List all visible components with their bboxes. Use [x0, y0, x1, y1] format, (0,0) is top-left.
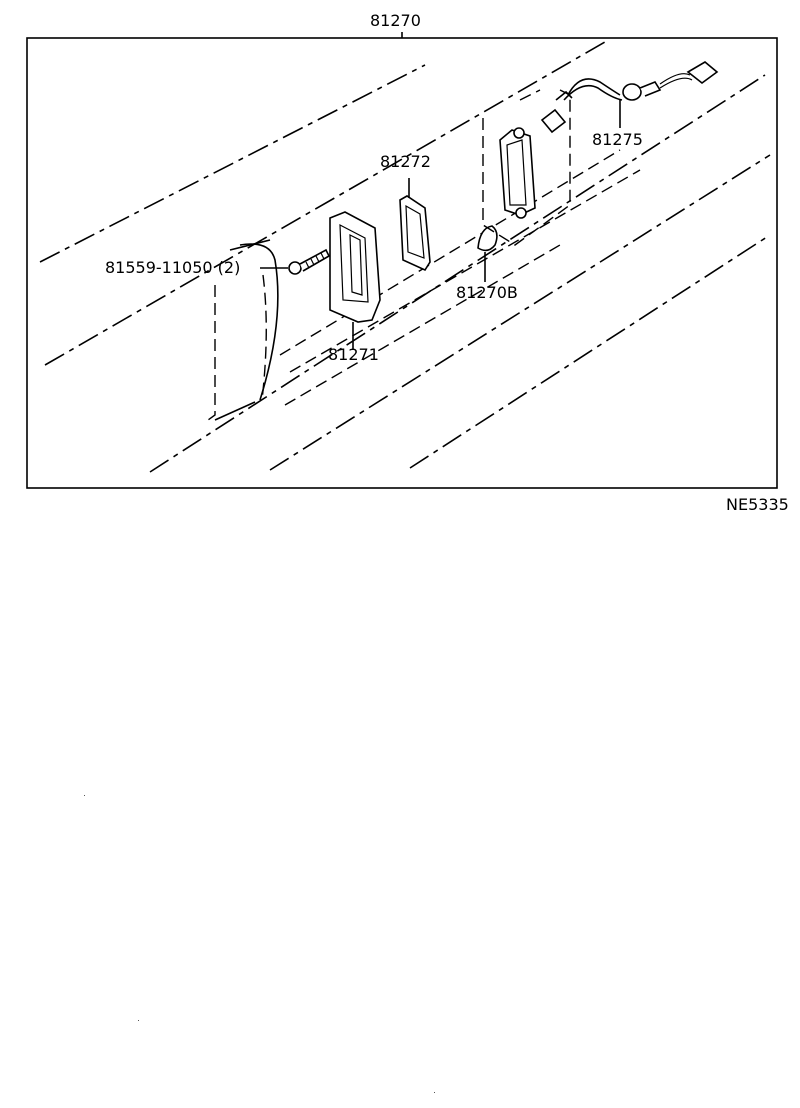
- figure-code: NE5335: [726, 495, 789, 514]
- label-gasket-81272: 81272: [380, 152, 431, 171]
- bulb-drawing: [477, 225, 498, 282]
- label-lens-81271: 81271: [328, 345, 379, 364]
- socket-wire-drawing: [540, 61, 719, 134]
- scan-speck: [434, 1092, 435, 1093]
- gasket-drawing: [399, 178, 431, 272]
- label-assembly-81270: 81270: [370, 11, 421, 30]
- label-socket-wire-81275: 81275: [592, 130, 643, 149]
- lens-drawing: [329, 211, 381, 350]
- vehicle-body-outline: [39, 41, 771, 473]
- label-bulb-81270b: 81270B: [456, 283, 518, 302]
- label-screw-81559-11050: 81559-11050 (2): [105, 258, 241, 277]
- bumper-section: [207, 239, 279, 421]
- scan-speck: [84, 795, 85, 796]
- screw-drawing: [260, 248, 331, 275]
- scan-speck: [138, 1020, 139, 1021]
